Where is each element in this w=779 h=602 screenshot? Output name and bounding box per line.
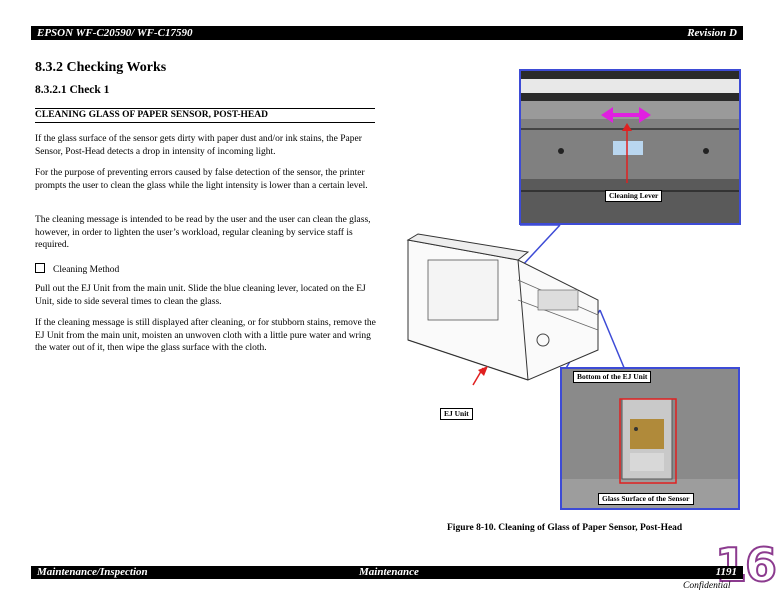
label-ej-unit: EJ Unit <box>440 408 473 420</box>
paragraph-1: If the glass surface of the sensor gets … <box>35 134 362 157</box>
footer-bar: Maintenance/Inspection Maintenance 1191 <box>31 566 743 579</box>
header-bar: EPSON WF-C20590/ WF-C17590 Revision D <box>31 26 743 40</box>
checkbox-bullet-icon <box>35 263 45 273</box>
method-heading: Cleaning Method <box>35 263 119 275</box>
method-paragraph-1: Pull out the EJ Unit from the main unit.… <box>35 284 366 307</box>
header-model: EPSON WF-C20590/ WF-C17590 <box>37 27 193 39</box>
label-glass-surface: Glass Surface of the Sensor <box>598 493 694 505</box>
label-bottom-of-ej-unit: Bottom of the EJ Unit <box>573 371 652 383</box>
subsection-title: 8.3.2.1 Check 1 <box>35 84 110 96</box>
figure-caption: Figure 8-10. Cleaning of Glass of Paper … <box>447 523 683 533</box>
footer-page-number: 1191 <box>715 566 737 578</box>
page-badge: 16 <box>714 537 778 593</box>
footer-left: Maintenance/Inspection <box>37 566 148 578</box>
section-title: 8.3.2 Checking Works <box>35 60 167 75</box>
footer-confidential: Confidential <box>683 581 731 591</box>
label-cleaning-lever: Cleaning Lever <box>605 190 663 202</box>
ej-unit-drawing <box>406 233 599 386</box>
topic-rule <box>35 108 375 109</box>
method-paragraph-2: If the cleaning message is still display… <box>35 318 376 353</box>
paragraph-3: The cleaning message is intended to be r… <box>35 215 371 250</box>
sensor-glass-photo <box>560 367 740 510</box>
paragraph-2: For the purpose of preventing errors cau… <box>35 168 368 191</box>
sensor-glass-photo-art <box>562 369 738 508</box>
topic-title: CLEANING GLASS OF PAPER SENSOR, POST-HEA… <box>35 110 375 123</box>
method-label: Cleaning Method <box>53 265 120 275</box>
footer-center: Maintenance <box>359 566 419 578</box>
header-revision: Revision D <box>687 27 737 39</box>
